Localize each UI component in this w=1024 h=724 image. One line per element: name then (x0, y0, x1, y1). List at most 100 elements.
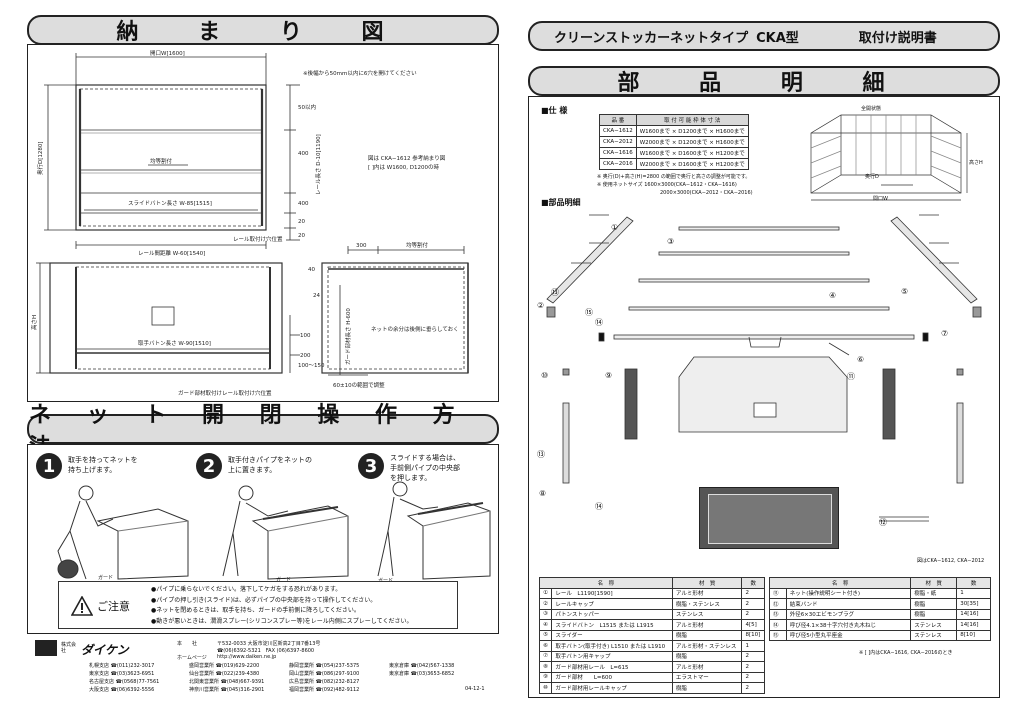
title-doc: 取付け説明書 (858, 30, 937, 46)
operation-panel: 1 取手を持ってネットを 持ち上げます。 2 取手付きパイプをネットの 上に置き… (27, 444, 499, 634)
homepage-url[interactable]: http://www.daiken.ne.jp (217, 654, 277, 660)
warning-icon (71, 596, 93, 616)
step-3-number: 3 (358, 453, 384, 479)
dim-20b: 20 (298, 233, 305, 239)
spec-note-1: ※ 奥行(D)+高さ(H)=2800 の範囲で奥行と高さの調整が可能です。 (597, 174, 751, 180)
callout-11: ⑪ (847, 372, 855, 381)
fig-open-label: 全開状態 (861, 106, 882, 112)
spec-header-dim: 取 付 可 能 枠 体 寸 法 (635, 114, 749, 126)
branch-cell: 東京倉庫 ☎(03)3653-6852 (389, 671, 455, 677)
dim-handle-baton: 取手バトン長さ W-90[1510] (138, 339, 211, 347)
branch-cell: 大阪支店 ☎(06)6392-5556 (89, 687, 155, 693)
dim-24: 24 (313, 293, 320, 299)
parts-header-name-2: 名 称 (768, 577, 912, 589)
step-2-number: 2 (196, 453, 222, 479)
banner-layout: 納 ま り 図 (27, 15, 499, 45)
dim-100: 100 (300, 333, 311, 339)
callout-14: ⑭ (595, 318, 603, 327)
banner-operation-title: ネ ッ ト 開 閉 操 作 方 法 (29, 403, 469, 460)
callout-4: ④ (829, 291, 837, 300)
banner-layout-title: 納 ま り 図 (116, 20, 410, 45)
callout-7: ⑦ (941, 329, 949, 338)
title-model: CKA型 (756, 30, 799, 46)
branch-cell: 静岡営業所 ☎(054)237-5375 (289, 663, 360, 669)
dim-even-mount: 均等割付 (150, 157, 173, 165)
fig-width-label: 間口W (873, 196, 888, 202)
title-product: クリーンストッカーネットタイプ (554, 30, 749, 46)
table-row: CKA−2016 W2000まで × D1600まで × H1200まで (599, 158, 749, 170)
caution-item: ●パイプの押し引き(スライド)は、必ずパイプの中央部を持って操作してください。 (151, 596, 377, 604)
caution-item: ●パイプに乗らないでください。落下してケガをする恐れがあります。 (151, 586, 342, 593)
fig-height-label: 高さH (969, 160, 983, 166)
dim-rail-length: レール長さ D-10[1190] (315, 134, 322, 195)
dim-40: 40 (308, 267, 315, 273)
callout-12: ⑫ (879, 518, 887, 527)
dim-depth-d: 奥行D[1280] (36, 141, 44, 175)
title-banner: クリーンストッカーネットタイプ CKA型 取付け説明書 (528, 21, 1000, 51)
table-row: CKA−2012 W2000まで × D1200まで × H1600まで (599, 136, 749, 148)
spec-table: 品 番 取 付 可 能 枠 体 寸 法 CKA−1612 W1600まで × D… (599, 114, 749, 170)
parts-header-qty: 数 (741, 577, 765, 589)
callout-1: ① (611, 223, 619, 232)
branch-cell: 神奈川営業所 ☎(045)316-2901 (189, 687, 265, 693)
caution-list: ●パイプに乗らないでください。落下してケガをする恐れがあります。 ●パイプの押し… (151, 585, 412, 627)
spec-note-2: ※ 使用ネットサイズ 1600×3000(CKA−1612・CKA−1616) (597, 182, 737, 188)
dim-opening-w: 開口W[1600] (150, 50, 185, 57)
parts-note: ※ [ ]内はCKA−1616, CKA−2016のとき (859, 650, 953, 656)
spec-header-model: 品 番 (599, 114, 637, 126)
dim-even-mount-2: 均等割付 (406, 241, 429, 249)
dim-300: 300 (356, 243, 367, 249)
branch-cell: 札幌支店 ☎(011)232-3017 (89, 663, 155, 669)
branch-cell: 盛岡営業所 ☎(019)629-2200 (189, 663, 260, 669)
dim-50: 50以内 (298, 103, 316, 111)
dim-200: 200 (300, 353, 311, 359)
guard-label-1: ガード (98, 575, 114, 581)
photo-frame (708, 494, 832, 544)
hq-tel: ☎(06)6392-5321 FAX (06)6397-8600 (217, 648, 315, 654)
document-code: 04-12-1 (465, 686, 485, 692)
parts-exploded-drawing (546, 214, 982, 522)
callout-6: ⑥ (857, 355, 865, 364)
step-3-text: スライドする場合は、 手前側パイプの中央部 を押します。 (390, 454, 460, 482)
dim-adjust: 60±10の範囲で調整 (333, 381, 385, 389)
step-1-text: 取手を持ってネットを 持ち上げます。 (68, 456, 138, 474)
table-row: CKA−1612 W1600まで × D1200まで × H1600まで (599, 125, 749, 137)
ref-note-1: 図は CKA−1612 参考納まり図 (368, 154, 446, 162)
layout-diagram-drawing: 開口W[1600] ※後幅から50mm以内に6穴を開けてください 50以内 均等… (30, 50, 469, 397)
ref-note-2: [ ]内は W1600, D1200の時 (368, 163, 439, 171)
banner-operation: ネ ッ ト 開 閉 操 作 方 法 (27, 403, 499, 460)
dim-rail-mount: レール取付け穴位置 (233, 235, 283, 243)
callout-10: ⑩ (541, 371, 549, 380)
parts-header-material: 材 質 (671, 577, 743, 589)
hq-label: 本 社 (177, 641, 198, 647)
callout-9: ⑨ (605, 371, 613, 380)
callout-14b: ⑭ (595, 502, 603, 511)
dim-guard-len: ガード部材長さ H-600 (344, 308, 352, 365)
step-2-text: 取手付きパイプをネットの 上に置きます。 (228, 456, 312, 474)
dim-20a: 20 (298, 219, 305, 225)
parts-fig-note: 図はCKA−1612, CKA−2012 (917, 558, 985, 564)
company-name: ダイケン (81, 643, 129, 657)
company-prefix: 株式会社 (61, 642, 77, 654)
caution-box: ご注意 ●パイプに乗らないでください。落下してケガをする恐れがあります。 ●パイ… (58, 581, 458, 629)
guard-label-2: ガード (276, 577, 292, 583)
parts-header-qty-2: 数 (956, 577, 991, 589)
product-photo (699, 487, 839, 549)
spec-heading: ■仕 様 (541, 106, 568, 115)
branch-cell: 仙台営業所 ☎(022)239-4380 (189, 671, 260, 677)
fig-depth-label: 奥行D (865, 174, 879, 180)
parts-heading: ■部品明細 (541, 198, 581, 207)
layout-diagram-panel: 開口W[1600] ※後幅から50mm以内に6穴を開けてください 50以内 均等… (27, 44, 499, 402)
branch-cell: 北関東営業所 ☎(048)667-9391 (189, 679, 265, 685)
step-1-number: 1 (36, 453, 62, 479)
callout-5: ⑤ (901, 287, 909, 296)
